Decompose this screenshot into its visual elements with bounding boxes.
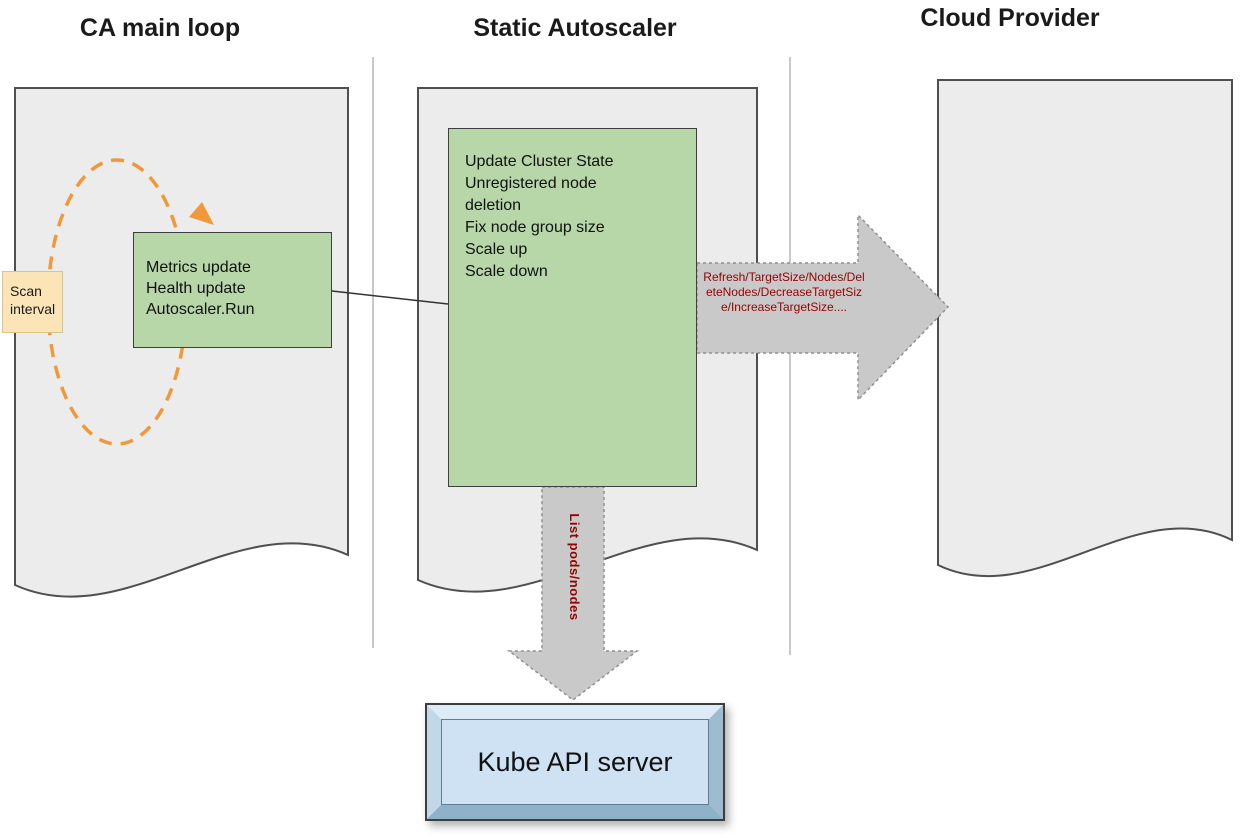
kube-api-server-box: Kube API server	[425, 703, 725, 821]
autoscaler-step: Scale down	[465, 263, 548, 280]
column-title-static-autoscaler: Static Autoscaler	[473, 14, 677, 42]
run-box: Metrics update Health update Autoscaler.…	[133, 232, 332, 348]
scan-loop-arrowhead-icon	[189, 202, 214, 225]
kube-api-server-label: Kube API server	[441, 719, 709, 805]
kube-api-calls-label: List pods/nodes	[567, 513, 582, 621]
autoscaler-step: Unregistered node deletion	[465, 175, 597, 214]
static-autoscaler-steps-box: Update Cluster State Unregistered node d…	[448, 128, 697, 487]
arrow-to-kube-api-server	[506, 486, 640, 701]
autoscaler-step: Scale up	[465, 241, 528, 258]
cloud-provider-calls-label: Refresh/TargetSize/Nodes/DeleteNodes/Dec…	[703, 270, 865, 314]
scan-interval-box: Scan interval	[2, 271, 63, 333]
run-box-line: Autoscaler.Run	[146, 301, 255, 318]
static-autoscaler-steps-list: Update Cluster State Unregistered node d…	[465, 151, 657, 283]
document-cloud-provider	[937, 79, 1233, 578]
kube-api-server-bevel	[427, 705, 723, 819]
connector-runbox-to-autoscaler	[331, 290, 449, 305]
run-box-line: Health update	[146, 280, 246, 297]
autoscaler-step: Update Cluster State	[465, 153, 614, 170]
column-title-cloud-provider: Cloud Provider	[920, 4, 1100, 32]
arrow-to-cloud-provider	[696, 213, 950, 402]
run-box-line: Metrics update	[146, 259, 251, 276]
autoscaler-step: Fix node group size	[465, 219, 605, 236]
column-title-ca-main-loop: CA main loop	[79, 14, 241, 42]
